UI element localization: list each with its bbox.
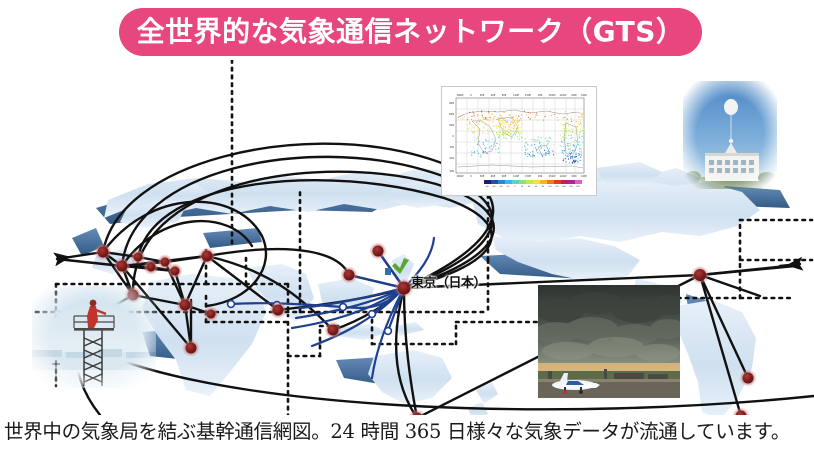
station-node[interactable] xyxy=(198,247,216,265)
station-node[interactable] xyxy=(369,242,387,260)
station-node[interactable] xyxy=(182,339,200,357)
svg-text:180W: 180W xyxy=(457,94,465,97)
svg-text:-80: -80 xyxy=(485,186,489,188)
station-node[interactable] xyxy=(130,249,146,265)
svg-text:20: 20 xyxy=(521,186,524,188)
svg-text:120E: 120E xyxy=(513,175,520,178)
station-node[interactable] xyxy=(340,266,358,284)
svg-text:30E: 30E xyxy=(480,94,485,97)
svg-text:120: 120 xyxy=(555,186,559,188)
svg-text:80: 80 xyxy=(542,186,545,188)
station-node[interactable] xyxy=(739,369,757,387)
world-map-diagram: 東京（日本） 180W 0 30E 60E 90E 120E 150E 180 150W… xyxy=(0,60,814,415)
svg-text:0: 0 xyxy=(470,175,472,178)
svg-text:140: 140 xyxy=(562,186,566,188)
page-title: 全世界的な気象通信ネットワーク（GTS） xyxy=(136,15,685,48)
svg-text:60W: 60W xyxy=(581,94,587,97)
svg-text:150E: 150E xyxy=(525,94,532,97)
tokyo-highlight-marker xyxy=(385,258,409,275)
svg-text:90W: 90W xyxy=(571,94,577,97)
station-node[interactable] xyxy=(394,278,414,298)
station-node[interactable] xyxy=(732,407,750,415)
svg-text:90E: 90E xyxy=(502,175,507,178)
svg-text:150E: 150E xyxy=(525,175,532,178)
station-node[interactable] xyxy=(113,257,131,275)
svg-text:0: 0 xyxy=(452,135,454,138)
svg-text:60W: 60W xyxy=(581,175,587,178)
svg-text:60: 60 xyxy=(535,186,538,188)
svg-text:60E: 60E xyxy=(491,94,496,97)
svg-text:180: 180 xyxy=(538,94,543,97)
svg-text:-20: -20 xyxy=(506,186,510,188)
svg-text:90E: 90E xyxy=(502,94,507,97)
storm-photo-art xyxy=(538,285,680,398)
title-banner: 全世界的な気象通信ネットワーク（GTS） xyxy=(119,8,702,56)
svg-text:30E: 30E xyxy=(480,175,485,178)
svg-text:180W: 180W xyxy=(457,175,465,178)
airplane-silhouette xyxy=(552,373,600,394)
station-node[interactable] xyxy=(269,301,287,319)
station-node[interactable] xyxy=(203,306,219,322)
svg-text:60N: 60N xyxy=(449,113,454,116)
svg-text:90S: 90S xyxy=(449,170,454,173)
svg-text:-40: -40 xyxy=(499,186,503,188)
svg-text:120E: 120E xyxy=(513,94,520,97)
svg-text:150W: 150W xyxy=(549,175,557,178)
svg-text:60E: 60E xyxy=(491,175,496,178)
svg-text:-60: -60 xyxy=(492,186,496,188)
station-node[interactable] xyxy=(408,409,426,415)
svg-text:30S: 30S xyxy=(449,146,454,149)
svg-text:150W: 150W xyxy=(549,94,557,97)
svg-text:40: 40 xyxy=(528,186,531,188)
figure-caption: 世界中の気象局を結ぶ基幹通信網図。24 時間 365 日様々な気象データが流通し… xyxy=(4,420,791,443)
svg-text:180: 180 xyxy=(576,186,580,188)
svg-text:0: 0 xyxy=(514,186,516,188)
svg-text:180: 180 xyxy=(538,175,543,178)
svg-text:120W: 120W xyxy=(560,175,568,178)
station-node[interactable] xyxy=(690,265,710,285)
svg-text:90N: 90N xyxy=(449,102,454,105)
svg-text:60S: 60S xyxy=(449,157,454,160)
station-node[interactable] xyxy=(157,254,173,270)
node-label-tokyo: 東京（日本） xyxy=(411,276,487,291)
inset-observation-tower-photo xyxy=(32,286,156,388)
svg-text:160: 160 xyxy=(569,186,573,188)
station-node[interactable] xyxy=(167,263,183,279)
network-links-secondary xyxy=(229,236,436,380)
station-node[interactable] xyxy=(176,296,194,314)
svg-text:100: 100 xyxy=(548,186,552,188)
balloon-photo-art xyxy=(683,81,777,189)
svg-text:120W: 120W xyxy=(560,94,568,97)
station-node[interactable] xyxy=(94,243,112,261)
inset-storm-airport-photo xyxy=(538,285,680,398)
tower-photo-art xyxy=(32,286,156,388)
inset-weather-balloon-photo xyxy=(683,81,777,189)
svg-text:90W: 90W xyxy=(571,175,577,178)
station-node[interactable] xyxy=(324,321,342,339)
svg-text:0: 0 xyxy=(470,94,472,97)
station-node[interactable] xyxy=(143,259,159,275)
svg-text:30N: 30N xyxy=(449,124,454,127)
